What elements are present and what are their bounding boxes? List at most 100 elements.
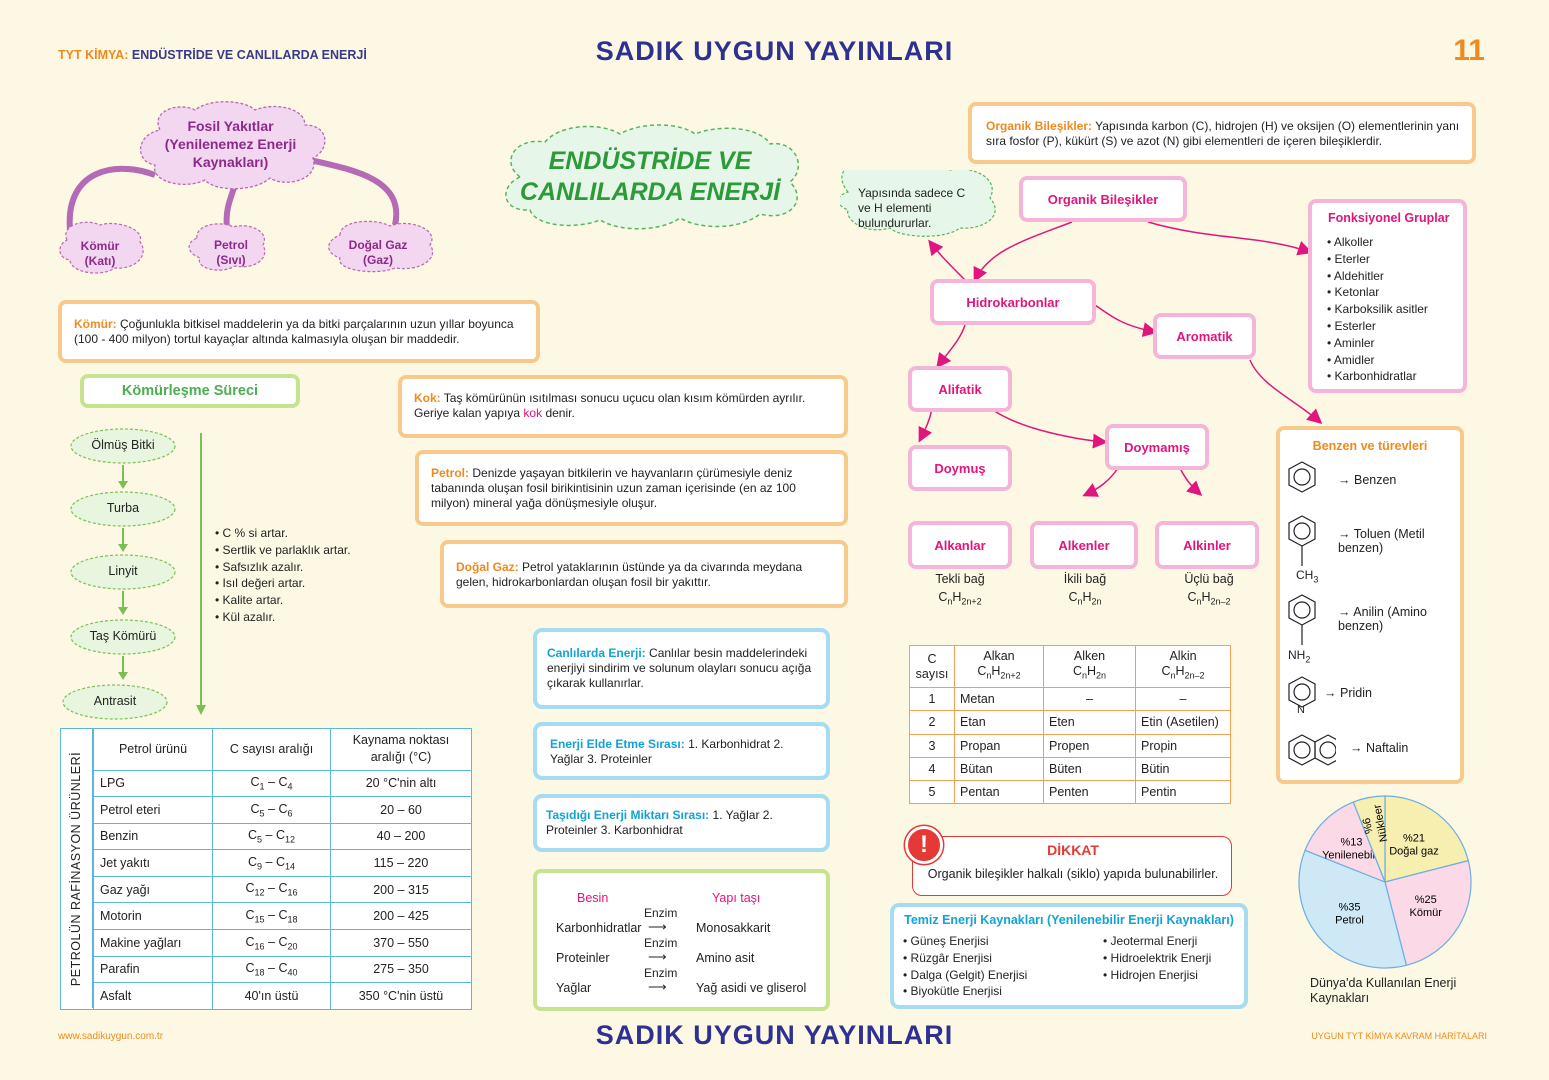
carbon-range-cell: C9 – C14 <box>212 849 331 877</box>
hydrocarbon-node: Hidrokarbonlar <box>930 279 1096 325</box>
doymus-node: Doymuş <box>908 445 1012 491</box>
benzene-title: Benzen ve türevleri <box>1312 439 1428 453</box>
organic-tree-arrows <box>840 170 1323 497</box>
hydrocarbon-cloud-text: Yapısında sadece C ve H elementi bulundu… <box>858 186 966 230</box>
canlilarda-enerji: Canlılarda Enerji: Canlılar besin maddel… <box>533 628 830 709</box>
boiling-cell: 200 – 425 <box>330 902 472 931</box>
effect-item: Safsızlık azalır. <box>215 559 351 576</box>
n-label: N <box>1297 704 1305 716</box>
boiling-cell: 370 – 550 <box>330 929 472 957</box>
benzene-structures <box>1288 461 1336 766</box>
fossil-kind-petrol: Petrol(Sıvı) <box>213 238 248 267</box>
list-item: Rüzgâr Enerjisi <box>903 950 1027 967</box>
table-cell: Pentan <box>954 780 1044 805</box>
digestion-food: Yağlar <box>556 981 592 995</box>
list-item: Aldehitler <box>1327 268 1428 285</box>
organic-root-node: Organik Bileşikler <box>1019 176 1187 222</box>
clean-energy-box: Temiz Enerji Kaynakları (Yenilenebilir E… <box>890 903 1248 1009</box>
product-cell: Gaz yağı <box>93 875 213 904</box>
digestion-col-besin: Besin <box>577 891 609 905</box>
page-number: 11 <box>1453 34 1485 67</box>
footer-publisher: SADIK UYGUN YAYINLARI <box>595 1020 954 1050</box>
warning-icon: ! <box>905 826 943 864</box>
boiling-cell: 20 – 60 <box>330 796 472 824</box>
boiling-cell: 350 °C'nin üstü <box>330 982 472 1010</box>
list-item: Aminler <box>1327 335 1428 352</box>
product-cell: Jet yakıtı <box>93 849 213 877</box>
petrol-side-label-box: PETROLÜN RAFİNASYON ÜRÜNLERİ <box>61 729 93 1008</box>
table-cell: Etan <box>954 710 1044 735</box>
ch3-label: CH3 <box>1296 568 1319 585</box>
table-cell: Propen <box>1043 733 1136 758</box>
table-cell: Bütan <box>954 756 1044 782</box>
carbon-range-cell: C15 – C18 <box>212 902 331 931</box>
petrol-table: Petrol ürünü C sayısı aralığı Kaynama no… <box>93 727 472 1010</box>
list-item: Alkoller <box>1327 234 1428 251</box>
footer-website[interactable]: www.sadikuygun.com.tr <box>58 1031 164 1042</box>
table-cell: Metan <box>954 686 1044 712</box>
table-cell: Etin (Asetilen) <box>1135 710 1231 735</box>
product-cell: LPG <box>93 769 213 798</box>
boiling-cell: 115 – 220 <box>330 849 472 877</box>
step-tas-komuru: Taş Kömürü <box>89 629 157 643</box>
digestion-food: Proteinler <box>556 951 610 965</box>
enzyme-label: Enzim <box>644 936 678 950</box>
carbon-range-cell: C5 – C6 <box>212 796 331 824</box>
effect-item: Kül azalır. <box>215 609 351 626</box>
kok-definition: Kok: Taş kömürünün ısıtılması sonucu uçu… <box>398 375 848 438</box>
publisher-title: SADIK UYGUN YAYINLARI <box>595 36 954 66</box>
ctable-header: C sayısı <box>909 645 955 688</box>
petrol-col-header: Kaynama noktası aralığı (°C) <box>330 727 472 771</box>
pyridine-item: → Pridin <box>1324 686 1372 700</box>
naphthalene-item: → Naftalin <box>1350 741 1409 755</box>
alkinler-node: Alkinler <box>1155 521 1259 569</box>
carbon-range-cell: C18 – C40 <box>212 955 331 984</box>
petrol-products-panel: PETROLÜN RAFİNASYON ÜRÜNLERİ Petrol ürün… <box>60 727 472 1010</box>
clean-energy-list-1: Güneş Enerjisi Rüzgâr Enerjisi Dalga (Ge… <box>903 933 1028 1000</box>
carbon-range-cell: C5 – C12 <box>212 822 331 851</box>
boiling-cell: 275 – 350 <box>330 955 472 984</box>
fossil-tree-lines <box>59 101 434 274</box>
list-item: Eterler <box>1327 251 1428 268</box>
table-cell: Büten <box>1043 756 1136 782</box>
product-cell: Benzin <box>93 822 213 851</box>
list-item: Biyokütle Enerjisi <box>903 983 1027 1000</box>
benzene-box: Benzen ve türevleri → Benzen → Toluen (M… <box>1276 426 1464 784</box>
functional-groups-title: Fonksiyonel Gruplar <box>1328 211 1450 225</box>
table-cell: Eten <box>1043 710 1136 735</box>
table-cell: Penten <box>1043 780 1136 805</box>
clean-energy-list-2: Jeotermal Enerji Hidroelektrik Enerji Hi… <box>1103 933 1212 984</box>
table-cell: 4 <box>909 756 955 782</box>
toluene-item: → Toluen (Metil benzen) <box>1338 527 1425 555</box>
table-cell: Pentin <box>1135 780 1231 805</box>
table-cell: Propan <box>954 733 1044 758</box>
dikkat-title: DİKKAT <box>1047 842 1099 858</box>
enzyme-label: Enzim <box>644 966 678 980</box>
table-cell: 3 <box>909 733 955 758</box>
fossil-kind-komur: Kömür(Katı) <box>80 239 120 268</box>
list-item: Jeotermal Enerji <box>1103 933 1211 950</box>
table-cell: – <box>1043 686 1136 712</box>
product-cell: Petrol eteri <box>93 796 213 824</box>
main-title-cloud: ENDÜSTRİDE VE CANLILARDA ENERJİ <box>505 124 800 230</box>
doymamis-node: Doymamış <box>1105 424 1209 470</box>
main-title-line1: ENDÜSTRİDE VE <box>549 146 753 175</box>
fossil-kind-dogalgaz: Doğal Gaz(Gaz) <box>348 238 408 267</box>
list-item: Hidrojen Enerjisi <box>1103 967 1211 984</box>
product-cell: Asfalt <box>93 982 213 1010</box>
arrow-icon: ⟶ <box>648 919 667 934</box>
